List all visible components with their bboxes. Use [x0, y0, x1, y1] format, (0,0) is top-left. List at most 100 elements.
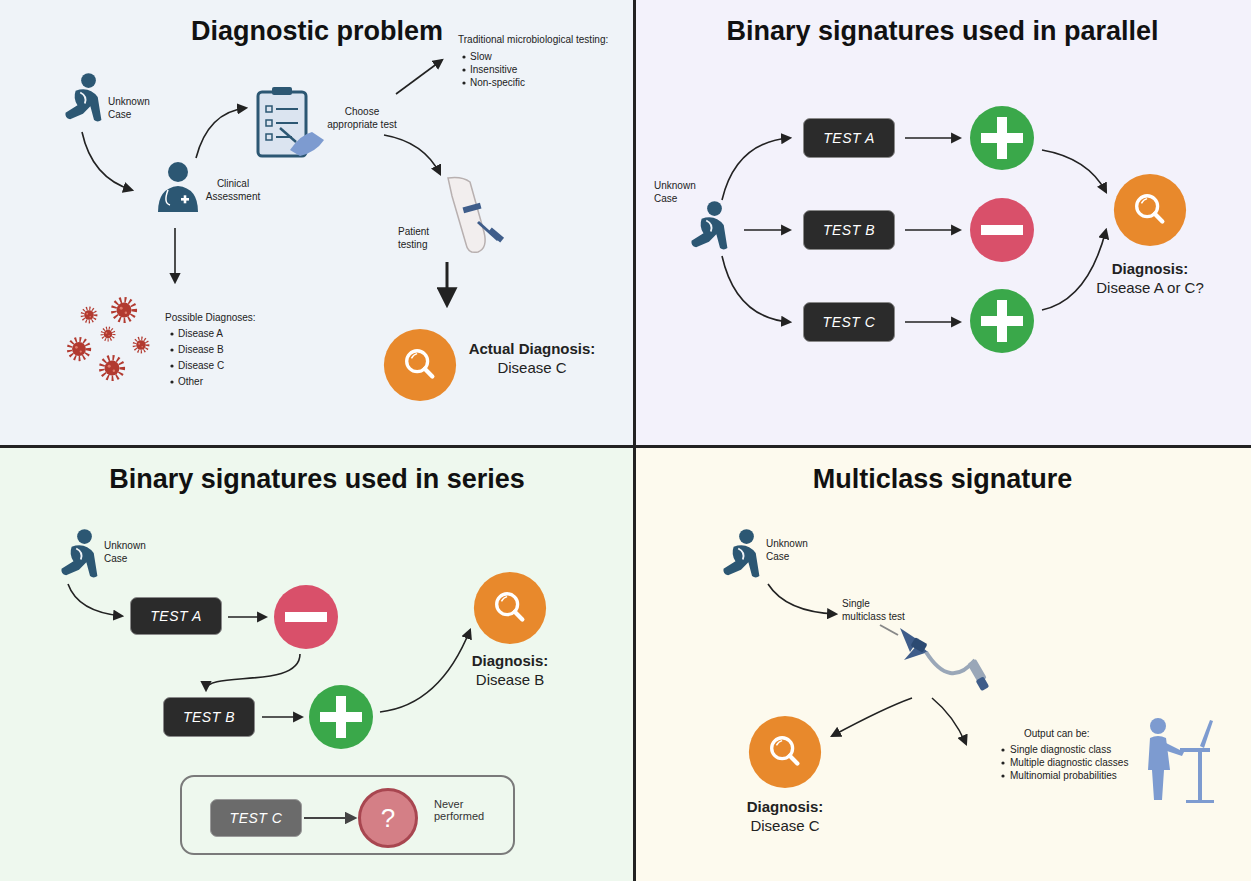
butterfly-needle-icon-part	[976, 676, 990, 691]
test-box: TEST A	[803, 118, 895, 158]
flow-arrow-part	[206, 654, 300, 690]
person-icon-part	[61, 529, 97, 577]
annotation-text: Non-specific	[470, 77, 525, 90]
annotation-text: Unknown Case	[766, 538, 818, 563]
test-box: TEST B	[803, 210, 895, 250]
diagnosis-icon-part	[384, 329, 456, 401]
box-label: TEST A	[823, 130, 875, 146]
divider-line	[633, 0, 636, 881]
panel-ground	[634, 446, 1251, 881]
person-icon-part	[723, 529, 759, 577]
annotation-text: Single multiclass test	[842, 598, 912, 623]
annotation-text: Unknown Case	[104, 540, 156, 565]
result-symbols	[274, 585, 373, 749]
annotation-text: Single diagnostic class	[1010, 744, 1111, 757]
flow-arrow-part	[196, 108, 246, 158]
person-icon-part	[691, 201, 727, 249]
annotation-text: Unknown Case	[654, 180, 706, 205]
flow-arrow	[768, 584, 966, 744]
butterfly-needle-icon-part	[880, 625, 898, 635]
diagnosis-icon-part	[749, 716, 821, 788]
panel-title: Multiclass signature	[634, 464, 1251, 495]
virus-icons-part	[69, 339, 88, 358]
box-label: TEST A	[150, 608, 202, 624]
flow-arrow-part	[905, 321, 960, 323]
panel-title: Binary signatures used in series	[0, 464, 634, 495]
flow-arrow-part	[380, 630, 470, 712]
result-symbols-part	[970, 289, 1034, 353]
diagnosis-text: Disease C	[725, 817, 845, 835]
doctor-icon-part	[184, 195, 187, 203]
diagnosis-text: Diagnosis:	[450, 652, 570, 670]
annotation-text: Clinical Assessment	[198, 178, 268, 203]
bullet-dots-part	[462, 81, 465, 84]
flow-arrow-part	[768, 584, 836, 614]
connector-arrow	[304, 817, 355, 819]
result-symbols-part	[970, 106, 1034, 170]
panel-ground	[0, 0, 634, 446]
virus-icons-part	[134, 338, 147, 351]
panel: Diagnostic problem	[0, 0, 634, 446]
diagnosis-text: Disease C	[462, 359, 602, 377]
annotation-text: Choose appropriate test	[322, 106, 402, 131]
diagnosis-icon	[474, 572, 546, 644]
bullet-dots-part	[170, 364, 173, 367]
box-label: TEST B	[183, 709, 235, 725]
divider-line	[0, 445, 1251, 448]
unknown-result-circle: ?	[358, 788, 418, 848]
flow-arrow-part	[905, 137, 960, 139]
annotation-text: Patient testing	[398, 226, 446, 251]
result-symbols	[970, 106, 1034, 353]
note-text: Never performed	[434, 798, 510, 822]
diagnosis-text: Disease B	[450, 671, 570, 689]
bullet-dots-part	[170, 380, 173, 383]
clipboard-icon-part	[272, 87, 292, 95]
box-label: TEST C	[823, 314, 876, 330]
flow-arrow-part	[68, 584, 122, 616]
diagnosis-icon	[1114, 174, 1186, 246]
panel-ground	[0, 446, 634, 881]
doctor-icon-part	[166, 190, 170, 205]
diagnosis-text: Diagnosis:	[725, 798, 845, 816]
doctor-icon-part	[158, 186, 198, 212]
panel: Multiclass signature	[634, 448, 1251, 881]
flow-arrow-part	[82, 132, 132, 190]
flow-arrow-part	[228, 616, 266, 618]
diagnosis-icon-part	[1114, 174, 1186, 246]
annotation-text: Output can be:	[1024, 728, 1090, 741]
flow-arrow-part	[722, 256, 790, 322]
bullet-dots-part	[170, 348, 173, 351]
flow-arrow-part	[174, 228, 176, 282]
person-at-desk-icon-part	[1198, 752, 1202, 802]
result-symbols-part	[970, 198, 1034, 262]
butterfly-needle-icon-part	[926, 652, 975, 673]
doctor-icon	[158, 162, 198, 212]
person-at-desk-icon	[1148, 718, 1214, 803]
butterfly-needle-icon-part	[910, 637, 927, 653]
test-box: TEST C	[803, 302, 895, 342]
virus-icons-part	[102, 328, 114, 340]
flow-arrow-part	[905, 229, 960, 231]
bullet-dots-part	[1001, 774, 1004, 777]
diagnosis-text: Diagnosis:	[1080, 260, 1220, 278]
panel-ground	[634, 0, 1251, 446]
diagnosis-text: Disease A or C?	[1080, 279, 1220, 297]
box-label: TEST B	[823, 222, 875, 238]
virus-icons	[69, 300, 147, 379]
flow-arrow-part	[832, 698, 912, 736]
clipboard-icon	[258, 87, 324, 156]
test-box: TEST B	[163, 697, 255, 737]
panel: Binary signatures used in parallelTEST A…	[634, 0, 1251, 446]
doctor-icon-part	[168, 162, 188, 182]
bullet-dots-part	[462, 68, 465, 71]
annotation-text: Disease C	[178, 360, 224, 373]
test-box: TEST C	[210, 799, 302, 837]
clipboard-icon-part	[266, 134, 272, 140]
annotation-text: Possible Diagnoses:	[165, 312, 256, 325]
clipboard-icon-part	[266, 120, 272, 126]
arm-syringe-icon-part	[488, 228, 504, 243]
diagnosis-icon	[749, 716, 821, 788]
person-at-desk-icon-part	[1186, 800, 1214, 803]
person-at-desk-icon-part	[1200, 720, 1213, 748]
bullet-dots-part	[170, 332, 173, 335]
